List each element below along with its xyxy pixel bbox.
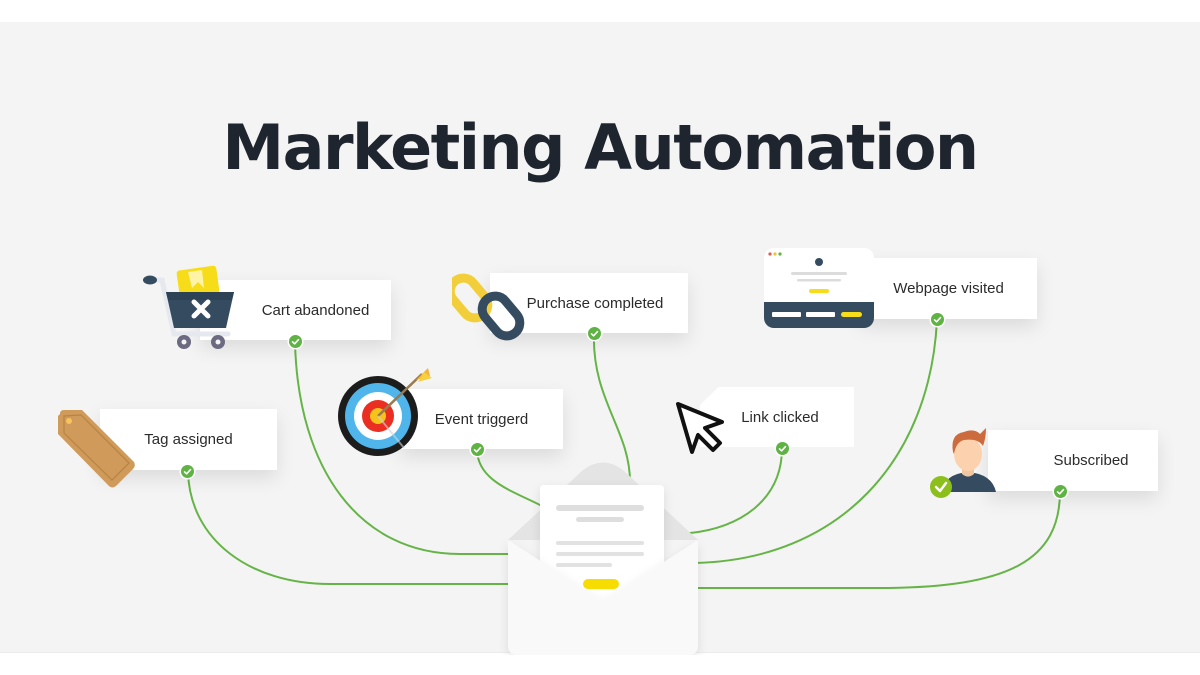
check-icon	[181, 465, 194, 478]
trigger-label: Subscribed	[1053, 452, 1129, 469]
trigger-card-event-triggered: Event triggerd	[400, 389, 563, 449]
shopping-cart-x-icon	[143, 265, 234, 349]
connector-purchase	[592, 333, 631, 483]
trigger-card-link-clicked: Link clicked	[700, 387, 854, 447]
check-icon	[1054, 485, 1067, 498]
trigger-card-subscribed: Subscribed	[988, 430, 1158, 491]
trigger-card-tag-assigned: Tag assigned	[100, 409, 277, 470]
target-arrow-icon	[338, 368, 432, 456]
trigger-label: Purchase completed	[526, 294, 664, 312]
connector-event	[476, 449, 541, 506]
trigger-label: Event triggerd	[434, 410, 529, 428]
trigger-label: Link clicked	[741, 408, 819, 426]
trigger-label: Cart abandoned	[261, 301, 370, 319]
connector-link	[689, 447, 783, 534]
check-icon	[588, 327, 601, 340]
check-icon	[776, 442, 789, 455]
trigger-label: Tag assigned	[144, 431, 233, 448]
user-avatar-check-icon	[930, 428, 996, 498]
connector-cart	[294, 341, 513, 555]
check-icon	[471, 443, 484, 456]
open-envelope-letter-icon	[508, 462, 698, 655]
connector-webpage	[693, 319, 938, 564]
trigger-label: Webpage visited	[893, 280, 1004, 297]
price-tag-icon	[58, 410, 135, 488]
chain-link-icon	[452, 273, 525, 341]
mouse-cursor-icon	[676, 402, 724, 454]
trigger-card-cart-abandoned: Cart abandoned	[200, 280, 391, 340]
connector-tag	[187, 471, 513, 585]
check-icon	[931, 313, 944, 326]
page-title: Marketing Automation	[222, 111, 979, 184]
trigger-card-webpage-visited: Webpage visited	[860, 258, 1037, 319]
check-icon	[289, 335, 302, 348]
browser-window-icon	[764, 248, 874, 328]
connector-subscribed	[693, 490, 1061, 589]
trigger-card-purchase-completed: Purchase completed	[490, 273, 688, 333]
